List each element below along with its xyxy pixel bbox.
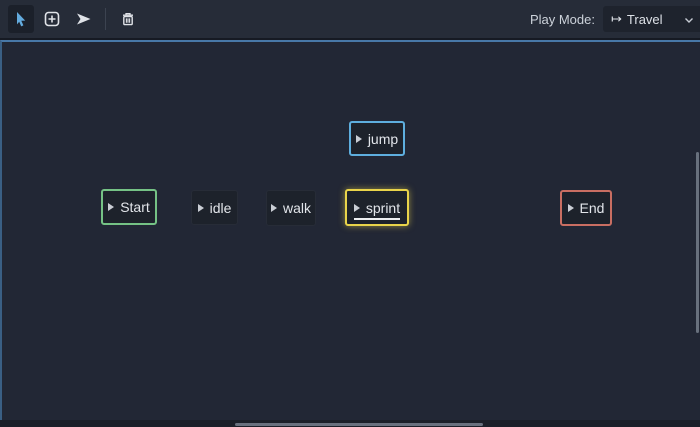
playmode-group: Play Mode: ↦ Travel	[529, 6, 700, 32]
state-node-end[interactable]: End	[560, 190, 612, 226]
travel-icon: ↦	[611, 11, 622, 26]
play-icon	[353, 203, 360, 212]
delete-tool-button[interactable]	[115, 5, 141, 33]
state-node-jump[interactable]: jump	[349, 121, 405, 156]
state-node-label: walk	[282, 200, 311, 216]
play-icon	[355, 134, 362, 143]
chevron-down-icon	[684, 12, 694, 27]
playmode-value: Travel	[626, 11, 663, 27]
create-node-tool-button[interactable]	[39, 5, 65, 33]
state-node-label: idle	[209, 199, 232, 216]
play-icon	[108, 203, 115, 211]
playmode-label: Play Mode:	[529, 11, 595, 27]
select-tool-button[interactable]	[8, 5, 34, 33]
playmode-dropdown[interactable]: ↦ Travel	[603, 6, 700, 32]
state-node-label: Start	[120, 199, 150, 215]
vertical-scrollbar-thumb[interactable]	[696, 152, 699, 333]
trash-icon	[120, 11, 136, 27]
state-node-walk[interactable]: walk	[266, 190, 316, 226]
state-node-label: End	[579, 200, 605, 216]
add-node-icon	[44, 11, 60, 27]
play-icon	[270, 204, 277, 212]
play-icon	[197, 203, 204, 212]
state-machine-canvas[interactable]	[0, 40, 700, 420]
playback-progress-bar	[354, 218, 400, 220]
connect-node-tool-button[interactable]	[70, 5, 96, 33]
state-node-idle[interactable]: idle	[191, 190, 238, 225]
state-node-start[interactable]: Start	[101, 189, 157, 225]
state-node-label: jump	[367, 130, 399, 147]
horizontal-scrollbar-thumb[interactable]	[235, 423, 483, 426]
state-node-label: sprint	[365, 199, 401, 216]
cursor-icon	[12, 10, 30, 28]
connect-arrow-icon	[75, 11, 92, 27]
toolbar-separator	[105, 8, 106, 30]
play-icon	[567, 204, 574, 212]
state-node-sprint[interactable]: sprint	[345, 189, 409, 226]
toolbar-divider	[0, 38, 700, 40]
toolbar: Play Mode: ↦ Travel	[0, 0, 700, 38]
